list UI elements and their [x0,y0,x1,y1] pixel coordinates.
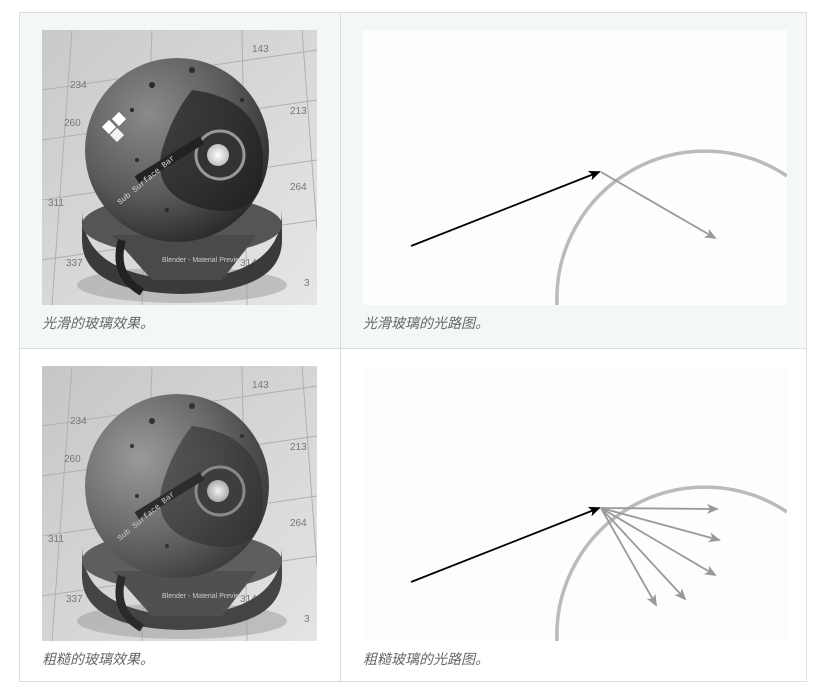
smooth-glass-cell: 234 260 311 337 143 213 264 314 3 Blende… [20,13,340,348]
smooth-light-path-diagram [363,30,787,305]
incident-ray [410,507,601,583]
smooth-glass-caption: 光滑的玻璃效果。 [42,316,154,332]
rough-light-path-diagram [363,366,787,641]
incident-ray [410,171,601,247]
floor-number: 264 [290,182,307,193]
floor-number: 264 [290,518,307,529]
floor-number: 314 [240,594,257,605]
scattered-ray [600,507,687,601]
floor-number: 3 [304,614,310,625]
smooth-path-cell: 光滑玻璃的光路图。 [340,13,806,348]
floor-number: 260 [64,454,81,465]
label-band-text: Blender - Material Preview [162,257,245,264]
glass-surface-arc [555,149,787,305]
floor-number: 260 [64,118,81,129]
rough-glass-caption: 粗糙的玻璃效果。 [42,652,154,668]
scattered-ray [600,507,721,543]
rough-glass-cell: 234 260 311 337 143 213 264 314 3 Blende… [20,348,340,681]
floor-number: 3 [304,278,310,289]
floor-number: 234 [70,80,87,91]
floor-number: 337 [66,258,83,269]
rough-glass-render-image: 234 260 311 337 143 213 264 314 3 Blende… [42,366,317,641]
glass-surface-arc [555,485,787,641]
floor-number: 314 [240,258,257,269]
floor-number: 311 [48,198,64,209]
scattered-ray [600,507,657,607]
scattered-ray [600,507,717,577]
smooth-path-caption: 光滑玻璃的光路图。 [363,316,489,332]
floor-number: 234 [70,416,87,427]
rough-path-cell: 粗糙玻璃的光路图。 [340,348,806,681]
floor-number: 143 [252,44,269,55]
floor-number: 143 [252,380,269,391]
floor-number: 213 [290,106,307,117]
image-table: 234 260 311 337 143 213 264 314 3 Blende… [19,12,807,682]
floor-number: 337 [66,594,83,605]
scattered-ray [600,503,719,514]
label-band-text: Blender - Material Preview [162,593,245,600]
refracted-ray [600,171,717,240]
smooth-glass-render-image: 234 260 311 337 143 213 264 314 3 Blende… [42,30,317,305]
floor-number: 213 [290,442,307,453]
rough-path-caption: 粗糙玻璃的光路图。 [363,652,489,668]
floor-number: 311 [48,534,64,545]
